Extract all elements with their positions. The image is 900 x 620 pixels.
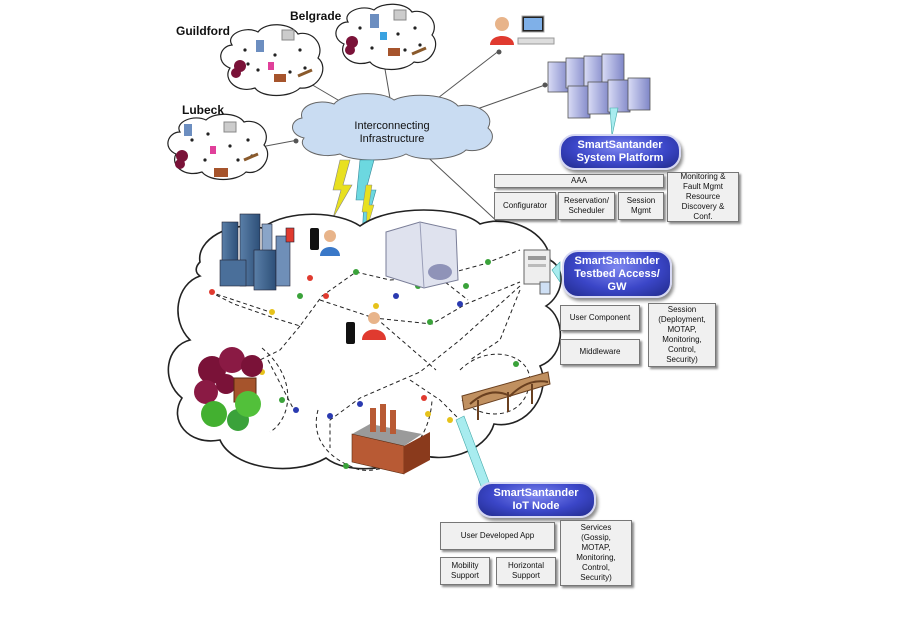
factory-icon — [351, 404, 430, 475]
server-cluster-icon — [547, 53, 651, 119]
mobile-user-icon — [346, 312, 386, 344]
horizontal-support-label: Horizontal Support — [507, 561, 544, 580]
guildford-cloud — [220, 24, 324, 97]
gateway-session-box: Session (Deployment, MOTAP, Monitoring, … — [648, 303, 716, 367]
park-trees-icon — [194, 347, 263, 431]
aaa-box: AAA — [494, 174, 664, 188]
horizontal-support-box: Horizontal Support — [496, 557, 556, 585]
testbed-access-gw-pill: SmartSantander Testbed Access/ GW — [562, 250, 672, 298]
city-label-lubeck: Lubeck — [182, 103, 225, 117]
sensor-nodes — [209, 259, 519, 469]
reservation-scheduler-label: Reservation/ Scheduler — [564, 196, 609, 215]
gateway-pc-icon — [523, 249, 551, 295]
testbed-title-line3: GW — [607, 280, 627, 293]
reservation-scheduler-box: Reservation/ Scheduler — [558, 192, 615, 220]
iot-services-box: Services (Gossip, MOTAP, Monitoring, Con… — [560, 520, 632, 586]
cloud-label-line2: Infrastructure — [359, 133, 425, 145]
system-platform-pill: SmartSantander System Platform — [559, 134, 681, 170]
monitoring-fault-box: Monitoring & Fault Mgmt Resource Discove… — [667, 172, 739, 222]
phone-user-icon — [310, 228, 340, 256]
interconnecting-infrastructure-cloud — [292, 93, 493, 161]
iot-node-title-line1: SmartSantander — [493, 487, 579, 499]
lubeck-cloud — [167, 113, 269, 181]
session-mgmt-box: Session Mgmt — [618, 192, 664, 220]
sensor-mesh-paths — [209, 249, 531, 471]
system-platform-title-line1: SmartSantander — [577, 139, 663, 151]
bridge-icon — [461, 371, 551, 420]
gateway-session-label: Session (Deployment, MOTAP, Monitoring, … — [658, 305, 706, 364]
user-developed-app-box: User Developed App — [440, 522, 555, 550]
session-mgmt-label: Session Mgmt — [626, 196, 656, 215]
civic-building-icon — [385, 221, 459, 289]
user-component-label: User Component — [569, 313, 631, 322]
iot-node-title-line2: IoT Node — [512, 500, 560, 512]
user-computer-icon — [490, 15, 555, 45]
testbed-title-line1: SmartSantander — [574, 254, 660, 267]
city-buildings-icon — [219, 213, 295, 291]
user-component-box: User Component — [560, 305, 640, 331]
testbed-title-line2: Testbed Access/ — [574, 267, 660, 280]
configurator-label: Configurator — [502, 201, 548, 210]
middleware-label: Middleware — [579, 347, 621, 356]
iot-services-label: Services (Gossip, MOTAP, Monitoring, Con… — [576, 523, 616, 582]
middleware-box: Middleware — [560, 339, 640, 365]
mobility-support-box: Mobility Support — [440, 557, 490, 585]
belgrade-cloud — [335, 3, 437, 71]
iot-node-pill: SmartSantander IoT Node — [476, 482, 596, 518]
monitoring-fault-label: Monitoring & Fault Mgmt Resource Discove… — [680, 172, 726, 221]
wireless-link-bolts — [332, 159, 377, 241]
configurator-box: Configurator — [494, 192, 556, 220]
cloud-label-line1: Interconnecting — [354, 120, 430, 132]
aaa-label: AAA — [570, 176, 587, 185]
city-label-guildford: Guildford — [176, 24, 230, 38]
city-label-belgrade: Belgrade — [290, 9, 342, 23]
interconnecting-infrastructure-label: Interconnecting Infrastructure — [336, 120, 448, 146]
system-platform-title-line2: System Platform — [576, 152, 664, 164]
user-developed-app-label: User Developed App — [460, 531, 535, 540]
mobility-support-label: Mobility Support — [450, 561, 480, 580]
